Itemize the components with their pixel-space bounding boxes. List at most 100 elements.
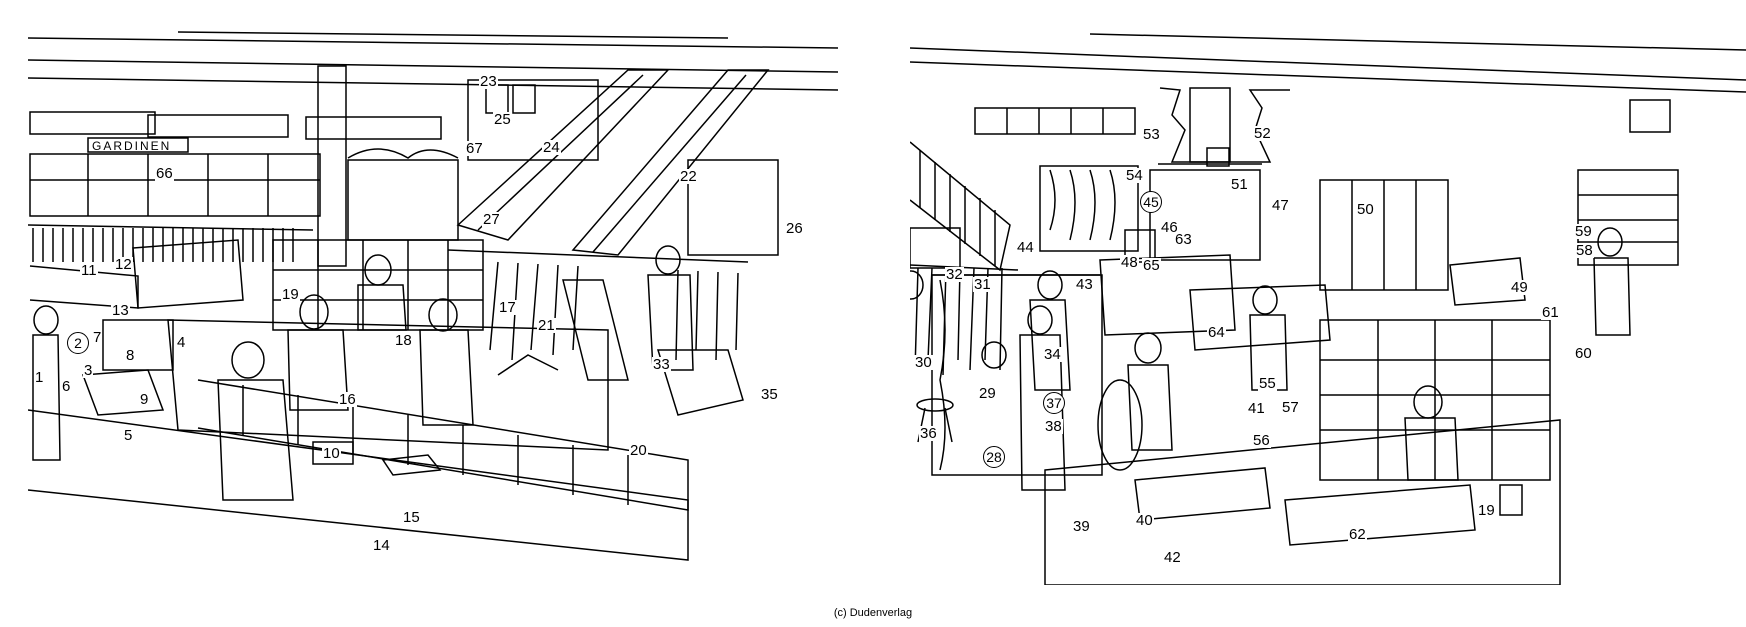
curtain-wall <box>1039 165 1139 252</box>
callout-label: 26 <box>785 220 804 237</box>
person <box>287 329 349 411</box>
callout-label: 58 <box>1575 242 1594 259</box>
callout-label: 10 <box>322 445 341 462</box>
counter <box>1449 257 1526 306</box>
callout-label: 19 <box>281 286 300 303</box>
armchair <box>656 349 744 416</box>
curtain-display <box>29 153 321 217</box>
curtain-sign-text: GARDINEN <box>92 139 171 153</box>
storage-box <box>910 227 961 269</box>
callout-label: 22 <box>679 168 698 185</box>
table-lamp <box>497 354 559 376</box>
window <box>1629 99 1671 133</box>
stool <box>916 398 954 412</box>
callout-label: 5 <box>123 427 134 444</box>
callout-label: 18 <box>394 332 413 349</box>
person <box>910 270 924 300</box>
left-store-drawing: GARDINEN <box>28 31 839 561</box>
callout-label: 54 <box>1125 167 1144 184</box>
price-stand <box>1499 484 1523 516</box>
callout-label: 33 <box>652 356 671 373</box>
escalator <box>571 69 770 256</box>
person <box>1037 270 1063 300</box>
person <box>1134 332 1162 364</box>
callout-label: 39 <box>1072 518 1091 535</box>
person <box>1127 364 1173 451</box>
callout-label: 42 <box>1163 549 1182 566</box>
callout-label: 43 <box>1075 276 1094 293</box>
callout-label: 62 <box>1348 526 1367 543</box>
window-row <box>974 107 1136 135</box>
callout-label: 7 <box>92 329 103 346</box>
callout-label: 61 <box>1541 304 1560 321</box>
display-window <box>1149 169 1261 261</box>
callout-label: 37 <box>1043 392 1065 414</box>
callout-label: 15 <box>402 509 421 526</box>
callout-label: 60 <box>1574 345 1593 362</box>
callout-label: 23 <box>479 73 498 90</box>
fitting-cubicle <box>931 274 1103 476</box>
clothes-rail <box>28 224 314 231</box>
callout-label: 29 <box>978 385 997 402</box>
callout-label: 21 <box>537 317 556 334</box>
callout-label: 6 <box>61 378 72 395</box>
callout-label: 48 <box>1120 254 1139 271</box>
person <box>419 329 474 426</box>
right-illustration-panel: 19 28 29 30 31 32 34 36 37 38 39 40 41 4… <box>910 30 1746 585</box>
person <box>299 294 329 330</box>
callout-label: 2 <box>67 332 89 354</box>
person <box>981 341 1007 369</box>
callout-label: 36 <box>919 425 938 442</box>
callout-label: 57 <box>1281 399 1300 416</box>
person <box>217 379 294 501</box>
callout-label: 52 <box>1253 125 1272 142</box>
callout-label: 3 <box>83 362 94 379</box>
escalator <box>456 69 670 241</box>
poster <box>512 84 536 114</box>
person <box>1413 385 1443 419</box>
ceiling-line <box>910 47 1746 81</box>
person <box>357 284 407 331</box>
jewelry-display <box>1284 484 1476 546</box>
callout-label: 45 <box>1140 191 1162 213</box>
callout-label: 14 <box>372 537 391 554</box>
tray <box>381 454 442 476</box>
mannequin-alcove <box>687 159 779 256</box>
window-row <box>305 116 442 140</box>
ceiling-line <box>177 31 729 39</box>
person <box>1027 305 1053 335</box>
callout-label: 16 <box>338 391 357 408</box>
callout-label: 25 <box>493 111 512 128</box>
callout-label: 53 <box>1142 126 1161 143</box>
package <box>312 441 354 465</box>
callout-label: 20 <box>629 442 648 459</box>
person <box>1597 227 1623 257</box>
callout-label: 1 <box>34 369 45 386</box>
callout-label: 51 <box>1230 176 1249 193</box>
callout-label: 66 <box>155 165 174 182</box>
callout-label: 28 <box>983 446 1005 468</box>
callout-label: 59 <box>1574 223 1593 240</box>
person <box>428 298 458 332</box>
staircase <box>910 141 1011 272</box>
callout-label: 49 <box>1510 279 1529 296</box>
callout-label: 27 <box>482 211 501 228</box>
callout-label: 12 <box>114 256 133 273</box>
sales-counter <box>167 319 609 451</box>
air-duct <box>1189 87 1231 163</box>
ceiling-line <box>1089 33 1746 51</box>
right-store-drawing <box>910 33 1746 585</box>
display-stand <box>132 239 244 309</box>
person <box>1019 334 1066 491</box>
callout-label: 19 <box>1477 502 1496 519</box>
callout-label: 17 <box>498 299 517 316</box>
callout-label: 47 <box>1271 197 1290 214</box>
callout-label: 34 <box>1043 346 1062 363</box>
cash-register <box>1124 229 1156 263</box>
callout-label: 35 <box>760 386 779 403</box>
callout-label: 65 <box>1142 257 1161 274</box>
upper-floor <box>467 79 599 161</box>
cash-register <box>102 319 174 371</box>
jewelry-counter <box>1044 419 1561 585</box>
copyright-caption: (c) Dudenverlag <box>833 607 913 619</box>
